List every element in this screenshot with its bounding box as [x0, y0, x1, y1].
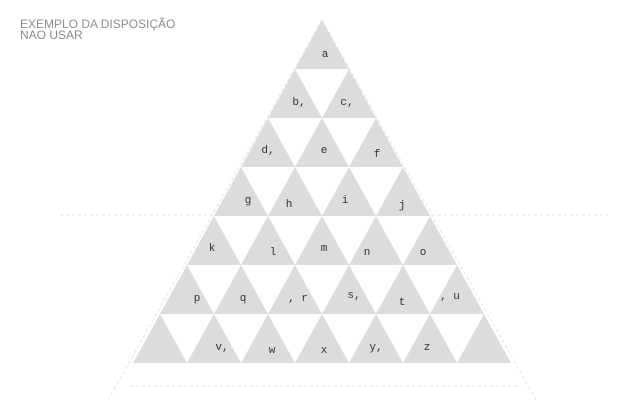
triangle-cell [268, 69, 322, 118]
triangle-cell [187, 314, 241, 363]
triangle-cell [160, 265, 214, 314]
header-line-1: EXEMPLO DA DISPOSIÇÃO [20, 17, 176, 31]
triangle-cell [241, 118, 295, 167]
cell-label: o [420, 247, 427, 259]
triangle-cell [457, 314, 511, 363]
cell-label: b, [292, 97, 305, 109]
triangle-cell [295, 118, 349, 167]
triangle-cell [322, 265, 376, 314]
triangle-cell [268, 167, 322, 216]
cell-label: v, [215, 342, 228, 354]
cell-label: w [269, 345, 276, 357]
cell-label: f [374, 149, 381, 161]
cell-label: l [270, 247, 277, 259]
triangle-cell [295, 20, 349, 69]
triangle-cell [241, 314, 295, 363]
header: EXEMPLO DA DISPOSIÇÃO NAO USAR [20, 17, 176, 42]
cell-label: z [424, 342, 431, 354]
guide-line [321, 19, 537, 401]
triangle-cell [349, 314, 403, 363]
header-line-2: NAO USAR [20, 28, 83, 42]
cell-label: g [245, 195, 252, 207]
triangle-cell [349, 118, 403, 167]
cell-label: , r [288, 293, 308, 305]
triangle-cell [403, 216, 457, 265]
cell-label: n [364, 247, 371, 259]
cell-label: x [321, 345, 328, 357]
triangle-cell [295, 314, 349, 363]
cell-label: c, [340, 97, 353, 109]
triangle-cell [322, 69, 376, 118]
cell-label: i [342, 195, 349, 207]
cell-label: a [322, 49, 329, 61]
cell-label: p [194, 293, 201, 305]
triangle-cell [376, 265, 430, 314]
cell-label: k [209, 243, 216, 255]
triangle-cell [403, 314, 457, 363]
cell-label: e [321, 145, 328, 157]
triangles [133, 20, 511, 363]
triangle-cell [295, 216, 349, 265]
guide-line [107, 19, 323, 401]
triangle-cell [241, 216, 295, 265]
cell-label: , u [440, 291, 460, 303]
triangle-cell [376, 167, 430, 216]
cell-label: d, [261, 145, 274, 157]
cell-label: j [399, 200, 406, 212]
triangle-cell [430, 265, 484, 314]
triangle-cell [268, 265, 322, 314]
triangle-cell [349, 216, 403, 265]
cell-label: s, [347, 290, 360, 302]
triangle-cell [187, 216, 241, 265]
cell-labels: a b, c, d, e f g h i j k l m n o p q , r s, t , u v, w x y, z [194, 49, 460, 357]
cell-label: t [399, 297, 406, 309]
triangle-cell [133, 314, 187, 363]
triangle-cell [214, 265, 268, 314]
cell-label: y, [369, 342, 382, 354]
cell-label: h [286, 199, 293, 211]
triangle-cell [322, 167, 376, 216]
cell-label: m [321, 243, 328, 255]
triangle-cell [214, 167, 268, 216]
cell-label: q [240, 293, 247, 305]
